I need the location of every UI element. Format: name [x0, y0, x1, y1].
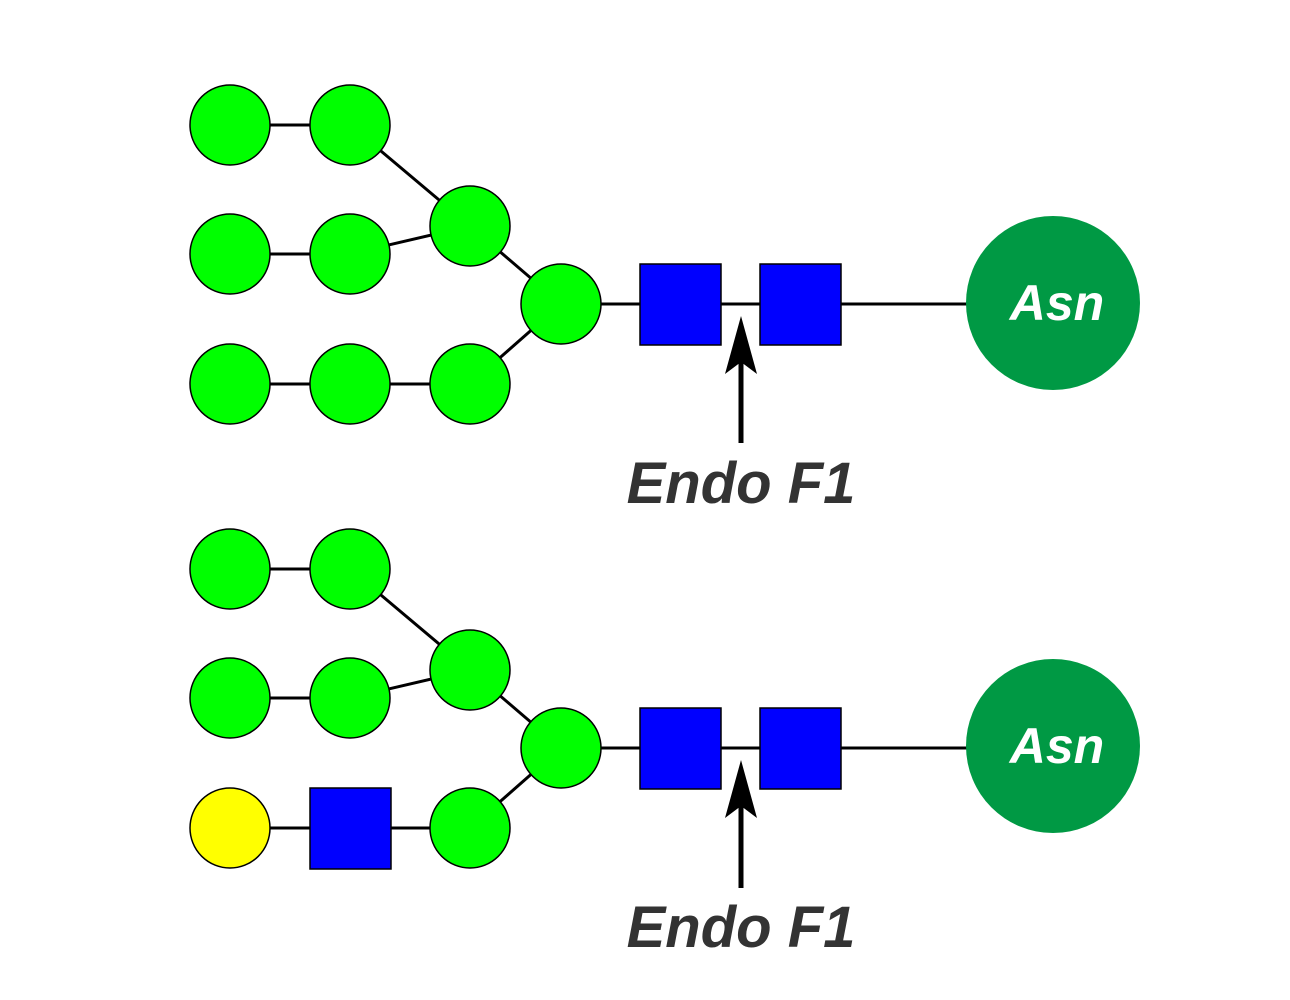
mannose-residue	[189, 213, 271, 295]
core-mannose-residue	[520, 263, 602, 345]
mannose-residue	[309, 84, 391, 166]
asn-label: Asn	[1008, 718, 1104, 774]
mannose-residue	[189, 84, 271, 166]
glycan-structure-2: Asn Endo F1	[189, 528, 1140, 960]
enzyme-label: Endo F1	[627, 895, 856, 960]
cleavage-arrowhead	[725, 316, 757, 374]
glcnac-residue	[639, 263, 722, 346]
galactose-residue	[189, 787, 271, 869]
mannose-residue	[429, 343, 511, 425]
mannose-residue	[309, 213, 391, 295]
asn-label: Asn	[1008, 275, 1104, 331]
mannose-residue	[189, 343, 271, 425]
mannose-residue	[309, 528, 391, 610]
cleavage-arrowhead	[725, 760, 757, 818]
mannose-residue	[189, 528, 271, 610]
mannose-residue	[429, 185, 511, 267]
glycan-structure-1: Asn Endo F1	[189, 84, 1140, 516]
glcnac-residue	[759, 263, 842, 346]
mannose-residue	[429, 787, 511, 869]
asn-node	[966, 659, 1140, 833]
glcnac-residue	[639, 707, 722, 790]
core-mannose-residue	[520, 707, 602, 789]
glcnac-residue	[309, 787, 392, 870]
mannose-residue	[189, 657, 271, 739]
enzyme-label: Endo F1	[627, 451, 856, 516]
mannose-residue	[309, 343, 391, 425]
mannose-residue	[429, 629, 511, 711]
asn-node	[966, 216, 1140, 390]
glcnac-residue	[759, 707, 842, 790]
mannose-residue	[309, 657, 391, 739]
